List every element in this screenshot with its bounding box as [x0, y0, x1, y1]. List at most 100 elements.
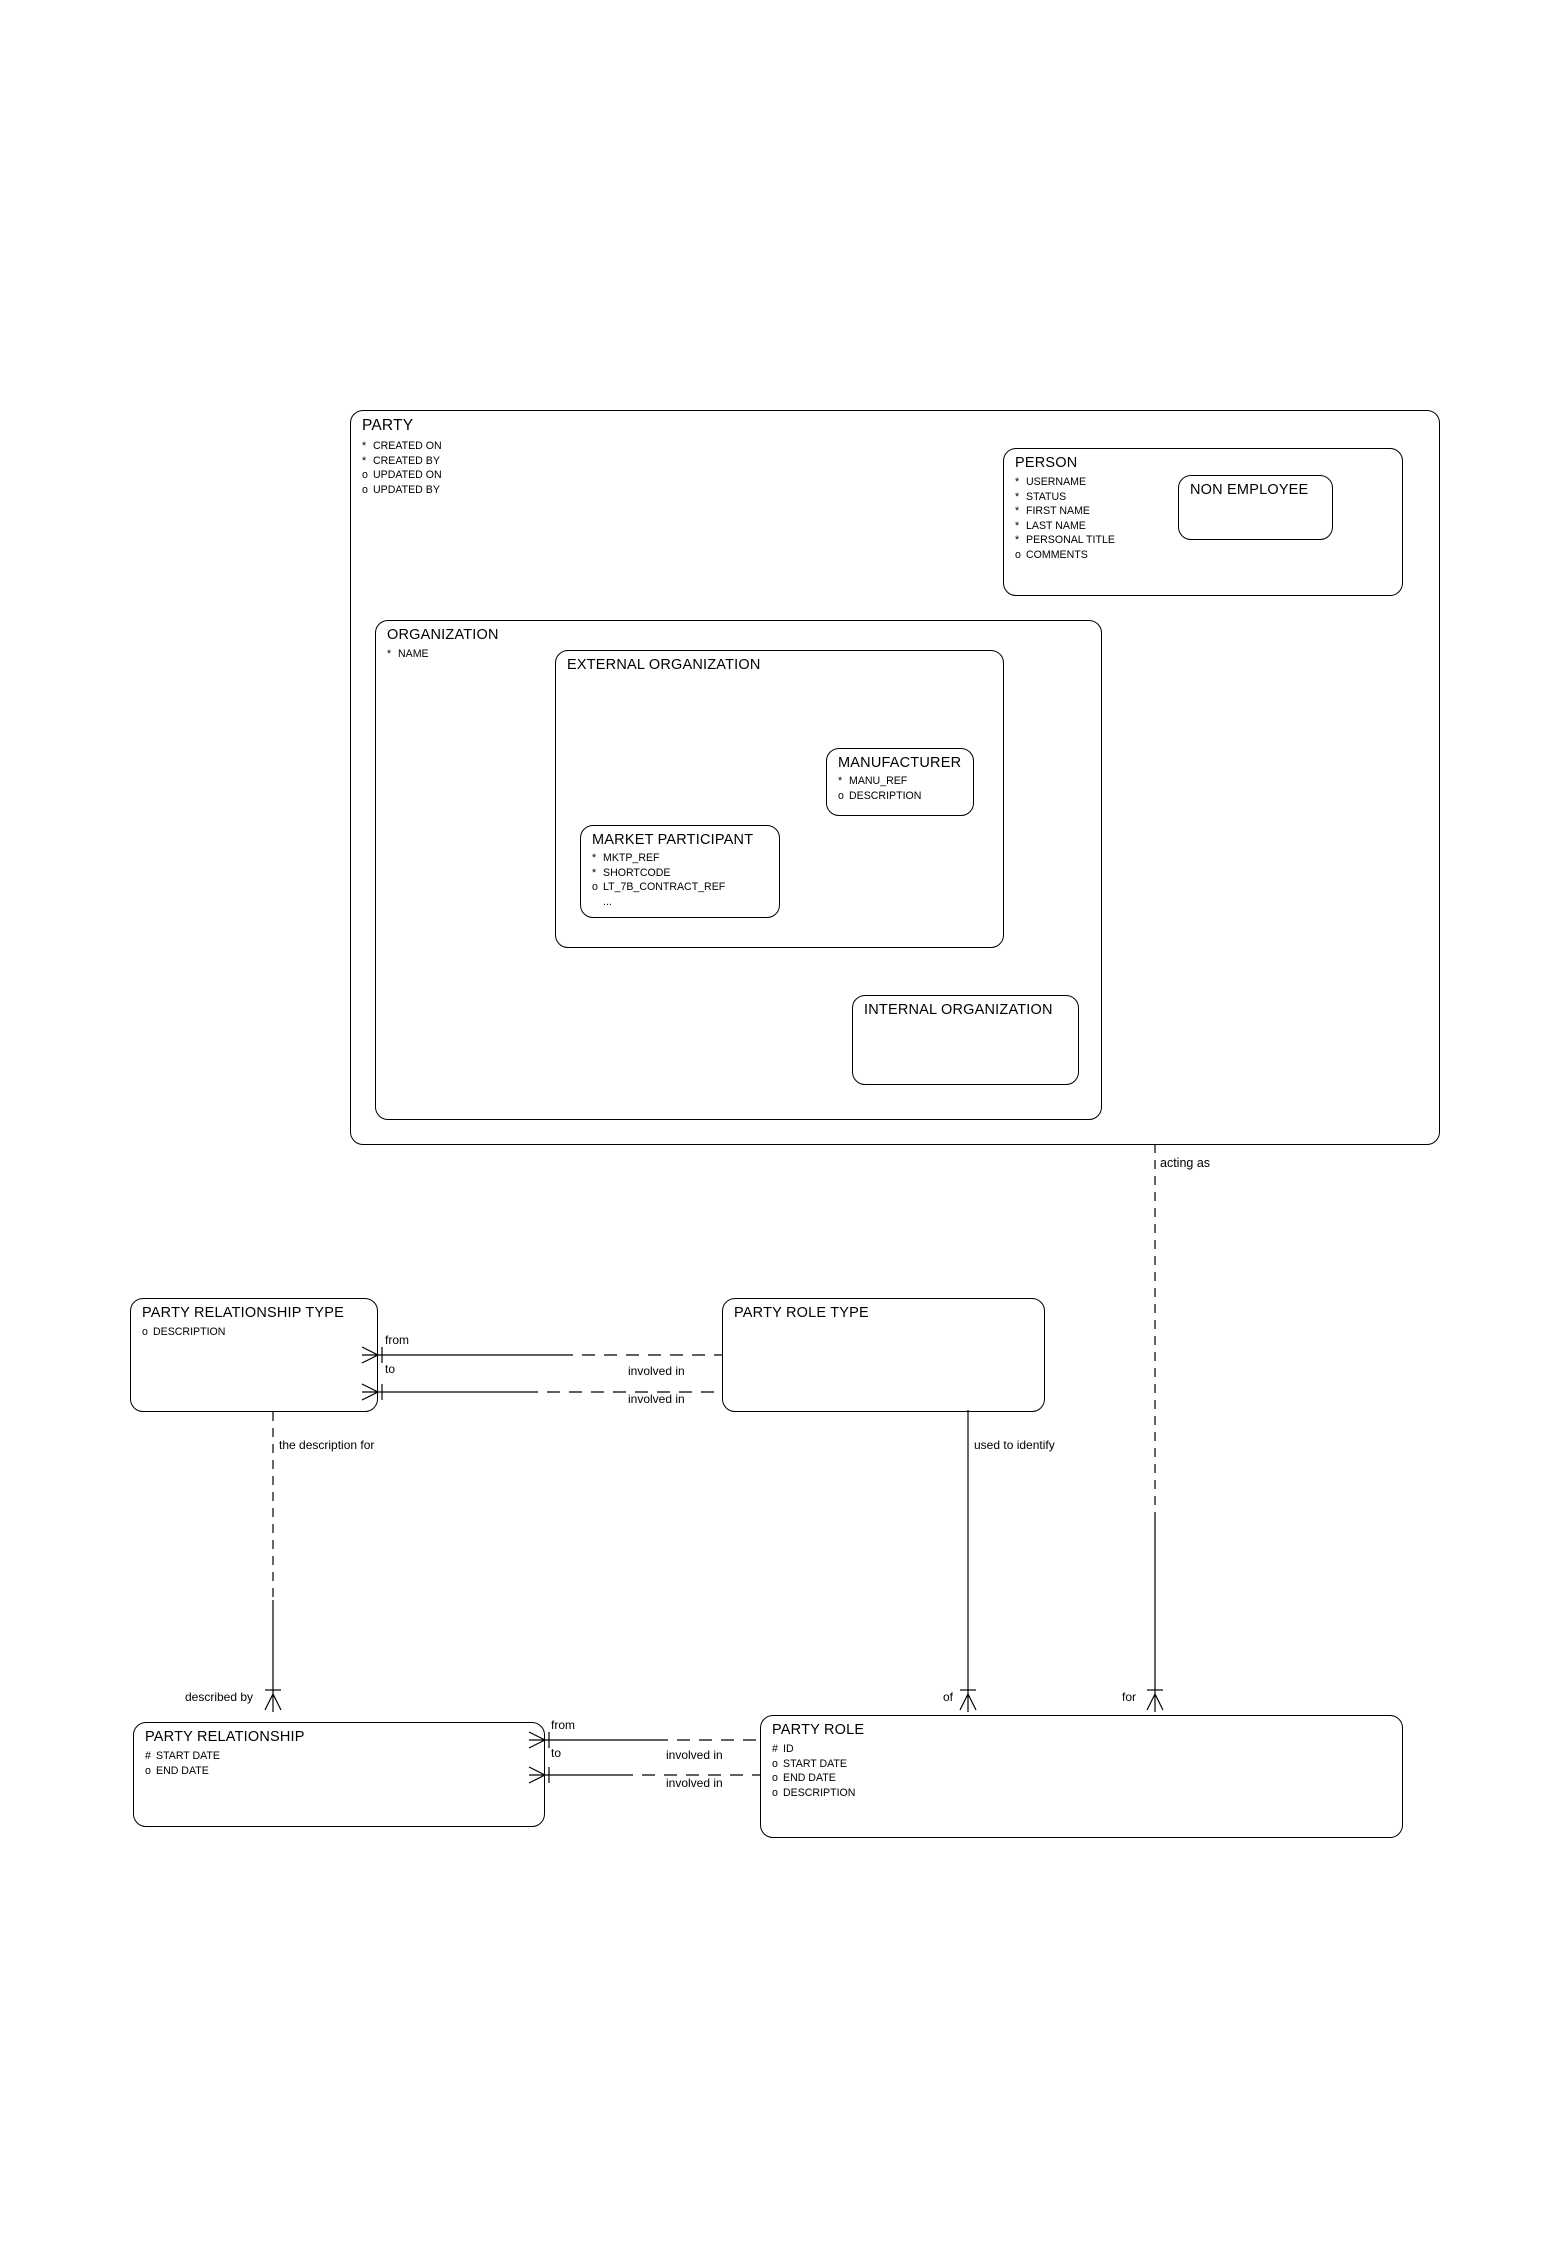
entity-organization-attributes: * NAME: [387, 647, 429, 662]
attribute-mark: o: [772, 1772, 778, 1785]
entity-person-attributes: *USERNAME *STATUS *FIRST NAME *LAST NAME…: [1015, 475, 1115, 563]
attribute-mark: *: [1015, 534, 1020, 547]
entity-party-role-type[interactable]: PARTY ROLE TYPE: [722, 1298, 1045, 1412]
relationship-label-of: of: [943, 1690, 954, 1704]
attribute-mark: *: [1015, 519, 1020, 532]
attribute-row: o UPDATED ON: [362, 468, 442, 483]
attribute-label: DESCRIPTION: [849, 789, 922, 802]
entity-manufacturer-title: MANUFACTURER: [838, 755, 962, 771]
attribute-label: START DATE: [783, 1757, 847, 1770]
entity-party-role-title: PARTY ROLE: [772, 1722, 865, 1738]
attribute-row: *CREATED BY: [362, 454, 442, 469]
attribute-row: ...: [592, 895, 725, 910]
relationship-label-rel-involved-in-1: involved in: [666, 1748, 723, 1762]
entity-party-relationship-type-title: PARTY RELATIONSHIP TYPE: [142, 1305, 345, 1321]
attribute-label: UPDATED ON: [373, 469, 442, 482]
entity-party-role-type-title: PARTY ROLE TYPE: [734, 1305, 869, 1321]
attribute-label: STATUS: [1026, 490, 1067, 503]
relationship-label-type-involved-in-2: involved in: [628, 1392, 685, 1406]
entity-person-title: PERSON: [1015, 455, 1078, 471]
attribute-row: o COMMENTS: [1015, 548, 1115, 563]
attribute-label: ...: [603, 895, 612, 908]
relationship-label-described-by: described by: [185, 1690, 254, 1704]
attribute-mark: *: [1015, 476, 1020, 488]
attribute-mark: o: [362, 483, 368, 496]
attribute-label: START DATE: [156, 1750, 220, 1762]
attribute-row: o DESCRIPTION: [772, 1786, 855, 1801]
attribute-mark: o: [772, 1757, 778, 1770]
attribute-mark: *: [592, 866, 597, 879]
relationship-label-for: for: [1122, 1690, 1137, 1704]
attribute-label: SHORTCODE: [603, 866, 671, 879]
attribute-label: COMMENTS: [1026, 548, 1088, 561]
relationship-label-rel-from: from: [551, 1718, 575, 1732]
relationship-label-type-involved-in-1: involved in: [628, 1364, 685, 1378]
attribute-label: END DATE: [156, 1764, 209, 1777]
attribute-mark: #: [145, 1750, 151, 1762]
attribute-mark: o: [838, 789, 844, 802]
attribute-label: DESCRIPTION: [153, 1326, 226, 1338]
attribute-mark: o: [362, 469, 368, 482]
entity-internal-organization-title: INTERNAL ORGANIZATION: [864, 1002, 1053, 1018]
attribute-row: * PERSONAL TITLE: [1015, 533, 1115, 548]
attribute-label: CREATED BY: [373, 454, 440, 467]
entity-non-employee-title: NON EMPLOYEE: [1190, 482, 1309, 498]
attribute-row: * FIRST NAME: [1015, 504, 1115, 519]
attribute-label: MKTP_REF: [603, 852, 660, 864]
entity-organization[interactable]: ORGANIZATION *NAME: [375, 620, 1102, 1120]
attribute-row: * SHORTCODE: [592, 866, 725, 881]
attribute-mark: *: [1015, 505, 1020, 518]
attribute-row: * MKTP_REF: [592, 851, 725, 866]
relationship-label-type-from: from: [385, 1333, 409, 1347]
entity-internal-organization[interactable]: INTERNAL ORGANIZATION: [852, 995, 1079, 1085]
attribute-mark: *: [838, 775, 843, 787]
attribute-row: o END DATE: [145, 1764, 220, 1779]
entity-market-participant-title: MARKET PARTICIPANT: [592, 832, 754, 848]
attribute-mark: o: [1015, 548, 1021, 561]
entity-non-employee[interactable]: NON EMPLOYEE: [1178, 475, 1333, 540]
entity-manufacturer[interactable]: MANUFACTURER *MANU_REF o DESCRIPTION: [826, 748, 974, 816]
attribute-label: DESCRIPTION: [783, 1786, 856, 1799]
attribute-label: LT_7B_CONTRACT_REF: [603, 881, 726, 894]
attribute-mark: o: [145, 1764, 151, 1777]
attribute-row: #ID: [772, 1742, 855, 1757]
entity-person[interactable]: PERSON *USERNAME *STATUS *FIRST NAME *LA…: [1003, 448, 1403, 596]
attribute-row: # START DATE: [145, 1749, 220, 1764]
attribute-mark: o: [772, 1786, 778, 1799]
attribute-label: PERSONAL TITLE: [1026, 534, 1115, 547]
entity-party-relationship[interactable]: PARTY RELATIONSHIP # START DATE o END DATE: [133, 1722, 545, 1827]
attribute-label: END DATE: [783, 1772, 836, 1785]
attribute-mark: *: [592, 852, 597, 864]
attribute-row: o START DATE: [772, 1757, 855, 1772]
relationship-label-rel-to: to: [551, 1746, 562, 1760]
attribute-row: *MANU_REF: [838, 774, 921, 789]
entity-party-title: PARTY: [362, 417, 414, 434]
attribute-row: o END DATE: [772, 1771, 855, 1786]
entity-manufacturer-attributes: *MANU_REF o DESCRIPTION: [838, 774, 921, 803]
attribute-row: *STATUS: [1015, 490, 1115, 505]
attribute-row: *USERNAME: [1015, 475, 1115, 490]
attribute-label: NAME: [398, 648, 429, 660]
relationship-label-acting-as: acting as: [1160, 1156, 1211, 1170]
attribute-mark: *: [362, 440, 367, 452]
attribute-mark: *: [387, 648, 392, 660]
attribute-row: *CREATED ON: [362, 439, 442, 454]
attribute-row: * NAME: [387, 647, 429, 662]
relationship-label-the-description-for: the description for: [279, 1438, 375, 1452]
entity-market-participant[interactable]: MARKET PARTICIPANT * MKTP_REF * SHORTCODE …: [580, 825, 780, 918]
entity-external-organization-title: EXTERNAL ORGANIZATION: [567, 657, 761, 673]
relationship-label-type-to: to: [385, 1362, 396, 1376]
entity-external-organization[interactable]: EXTERNAL ORGANIZATION: [555, 650, 1004, 948]
attribute-label: FIRST NAME: [1026, 505, 1090, 518]
entity-party-relationship-title: PARTY RELATIONSHIP: [145, 1729, 305, 1745]
